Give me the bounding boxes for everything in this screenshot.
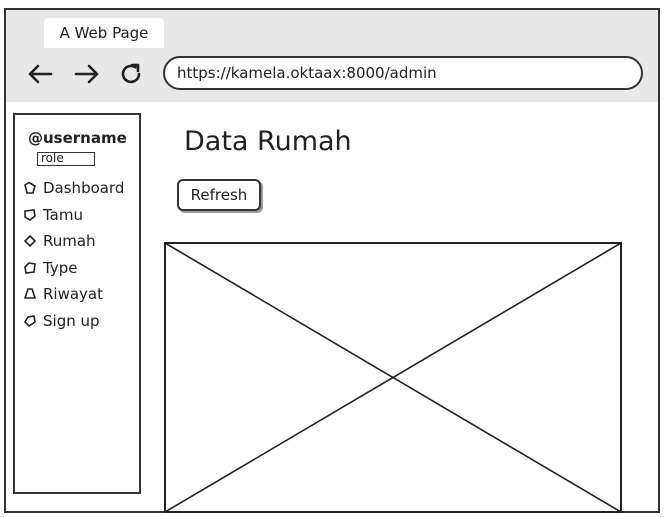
- rumah-icon: [23, 235, 37, 248]
- browser-tab[interactable]: A Web Page: [44, 18, 164, 48]
- arrow-right-icon: [74, 64, 99, 84]
- sidebar-item-label: Rumah: [43, 232, 96, 251]
- browser-chrome: A Web Page https://kamela.oktaax:80: [6, 10, 658, 102]
- role-badge: role: [37, 152, 95, 166]
- forward-button[interactable]: [73, 60, 101, 88]
- address-bar[interactable]: https://kamela.oktaax:8000/admin: [163, 56, 643, 90]
- dashboard-icon: [24, 181, 36, 195]
- sidebar: @username role Dashboard Tamu Rumah Type: [13, 113, 141, 494]
- reload-button[interactable]: [117, 60, 145, 88]
- tab-title: A Web Page: [59, 24, 149, 42]
- page-content: @username role Dashboard Tamu Rumah Type: [6, 102, 658, 513]
- image-placeholder: [164, 242, 622, 513]
- tamu-icon: [24, 208, 36, 221]
- navigation-bar: https://kamela.oktaax:8000/admin: [6, 48, 658, 102]
- back-button[interactable]: [26, 60, 54, 88]
- refresh-button[interactable]: Refresh: [177, 179, 261, 211]
- username-label: @username: [28, 129, 127, 147]
- type-icon: [24, 261, 36, 274]
- sidebar-item-label: Dashboard: [43, 179, 125, 198]
- sidebar-item-rumah[interactable]: Rumah: [23, 228, 124, 255]
- riwayat-icon: [23, 288, 37, 300]
- sign-up-icon: [23, 314, 36, 327]
- sidebar-item-label: Tamu: [43, 205, 83, 224]
- sidebar-item-label: Riwayat: [43, 285, 103, 304]
- sidebar-item-sign-up[interactable]: Sign up: [23, 308, 124, 335]
- page-title: Data Rumah: [184, 126, 352, 157]
- sidebar-item-riwayat[interactable]: Riwayat: [23, 281, 124, 308]
- browser-window: A Web Page https://kamela.oktaax:80: [4, 8, 660, 513]
- reload-icon: [121, 63, 141, 84]
- sidebar-item-label: Type: [43, 258, 78, 277]
- sidebar-item-type[interactable]: Type: [23, 255, 124, 282]
- sidebar-item-dashboard[interactable]: Dashboard: [23, 175, 124, 202]
- url-text: https://kamela.oktaax:8000/admin: [177, 64, 437, 82]
- sidebar-menu: Dashboard Tamu Rumah Type Riwayat: [23, 175, 124, 334]
- arrow-left-icon: [28, 64, 53, 84]
- sidebar-item-tamu[interactable]: Tamu: [23, 202, 124, 229]
- sidebar-item-label: Sign up: [43, 311, 100, 330]
